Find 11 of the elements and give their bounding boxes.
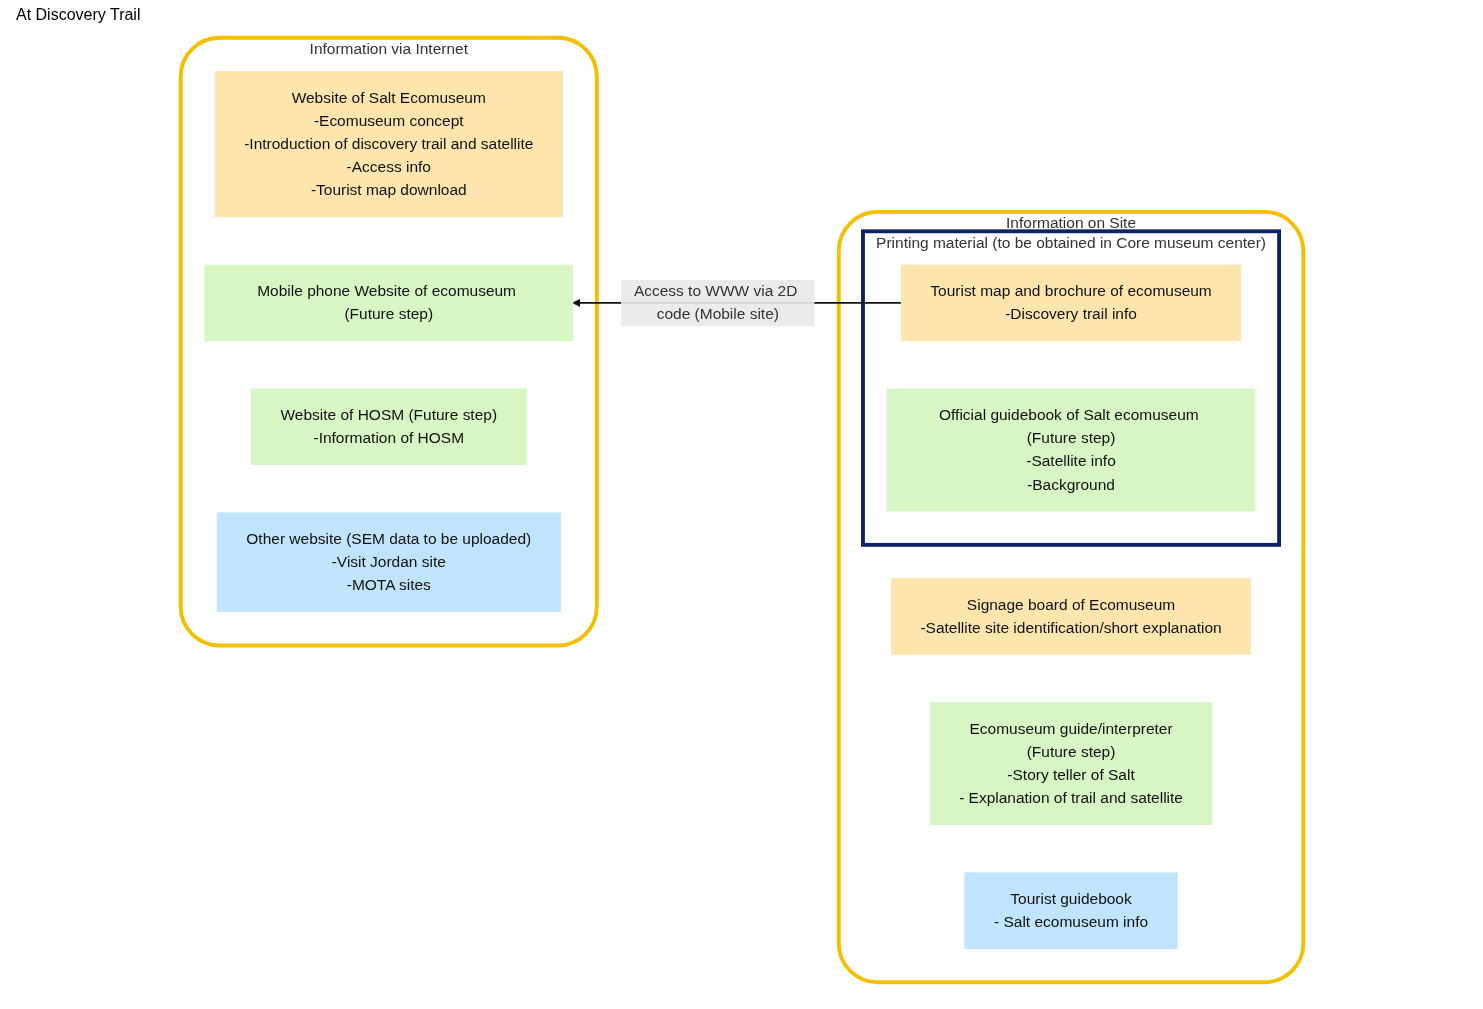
- node-box: Mobile phone Website of ecomuseum (Future step): [203, 264, 573, 342]
- node-box: Other website (SEM data to be uploaded) -Visit Jordan site -MOTA sites: [216, 512, 561, 613]
- node-box: Website of Salt Ecomuseum -Ecomuseum concept -Introduction of discovery trail and satellite -Access info -Tourist map download: [214, 71, 563, 218]
- node-box: Website of HOSM (Future step) -Information of HOSM: [250, 388, 527, 465]
- node-box: Ecomuseum guide/interpreter (Future step) -Story teller of Salt - Explanation of trail and satellite: [929, 702, 1212, 825]
- node-box: Tourist guidebook - Salt ecomuseum info: [964, 872, 1178, 949]
- node-box: Tourist map and brochure of ecomuseum -Discovery trail info: [900, 264, 1241, 342]
- note-text: At Discovery Trail: [16, 6, 141, 23]
- node-box: Signage board of Ecomuseum -Satellite site identification/short explanation: [890, 578, 1251, 655]
- edge-label: Access to WWW via 2D code (Mobile site): [633, 282, 797, 323]
- node-box: Official guidebook of Salt ecomuseum (Future step) -Satellite info -Background: [886, 388, 1255, 512]
